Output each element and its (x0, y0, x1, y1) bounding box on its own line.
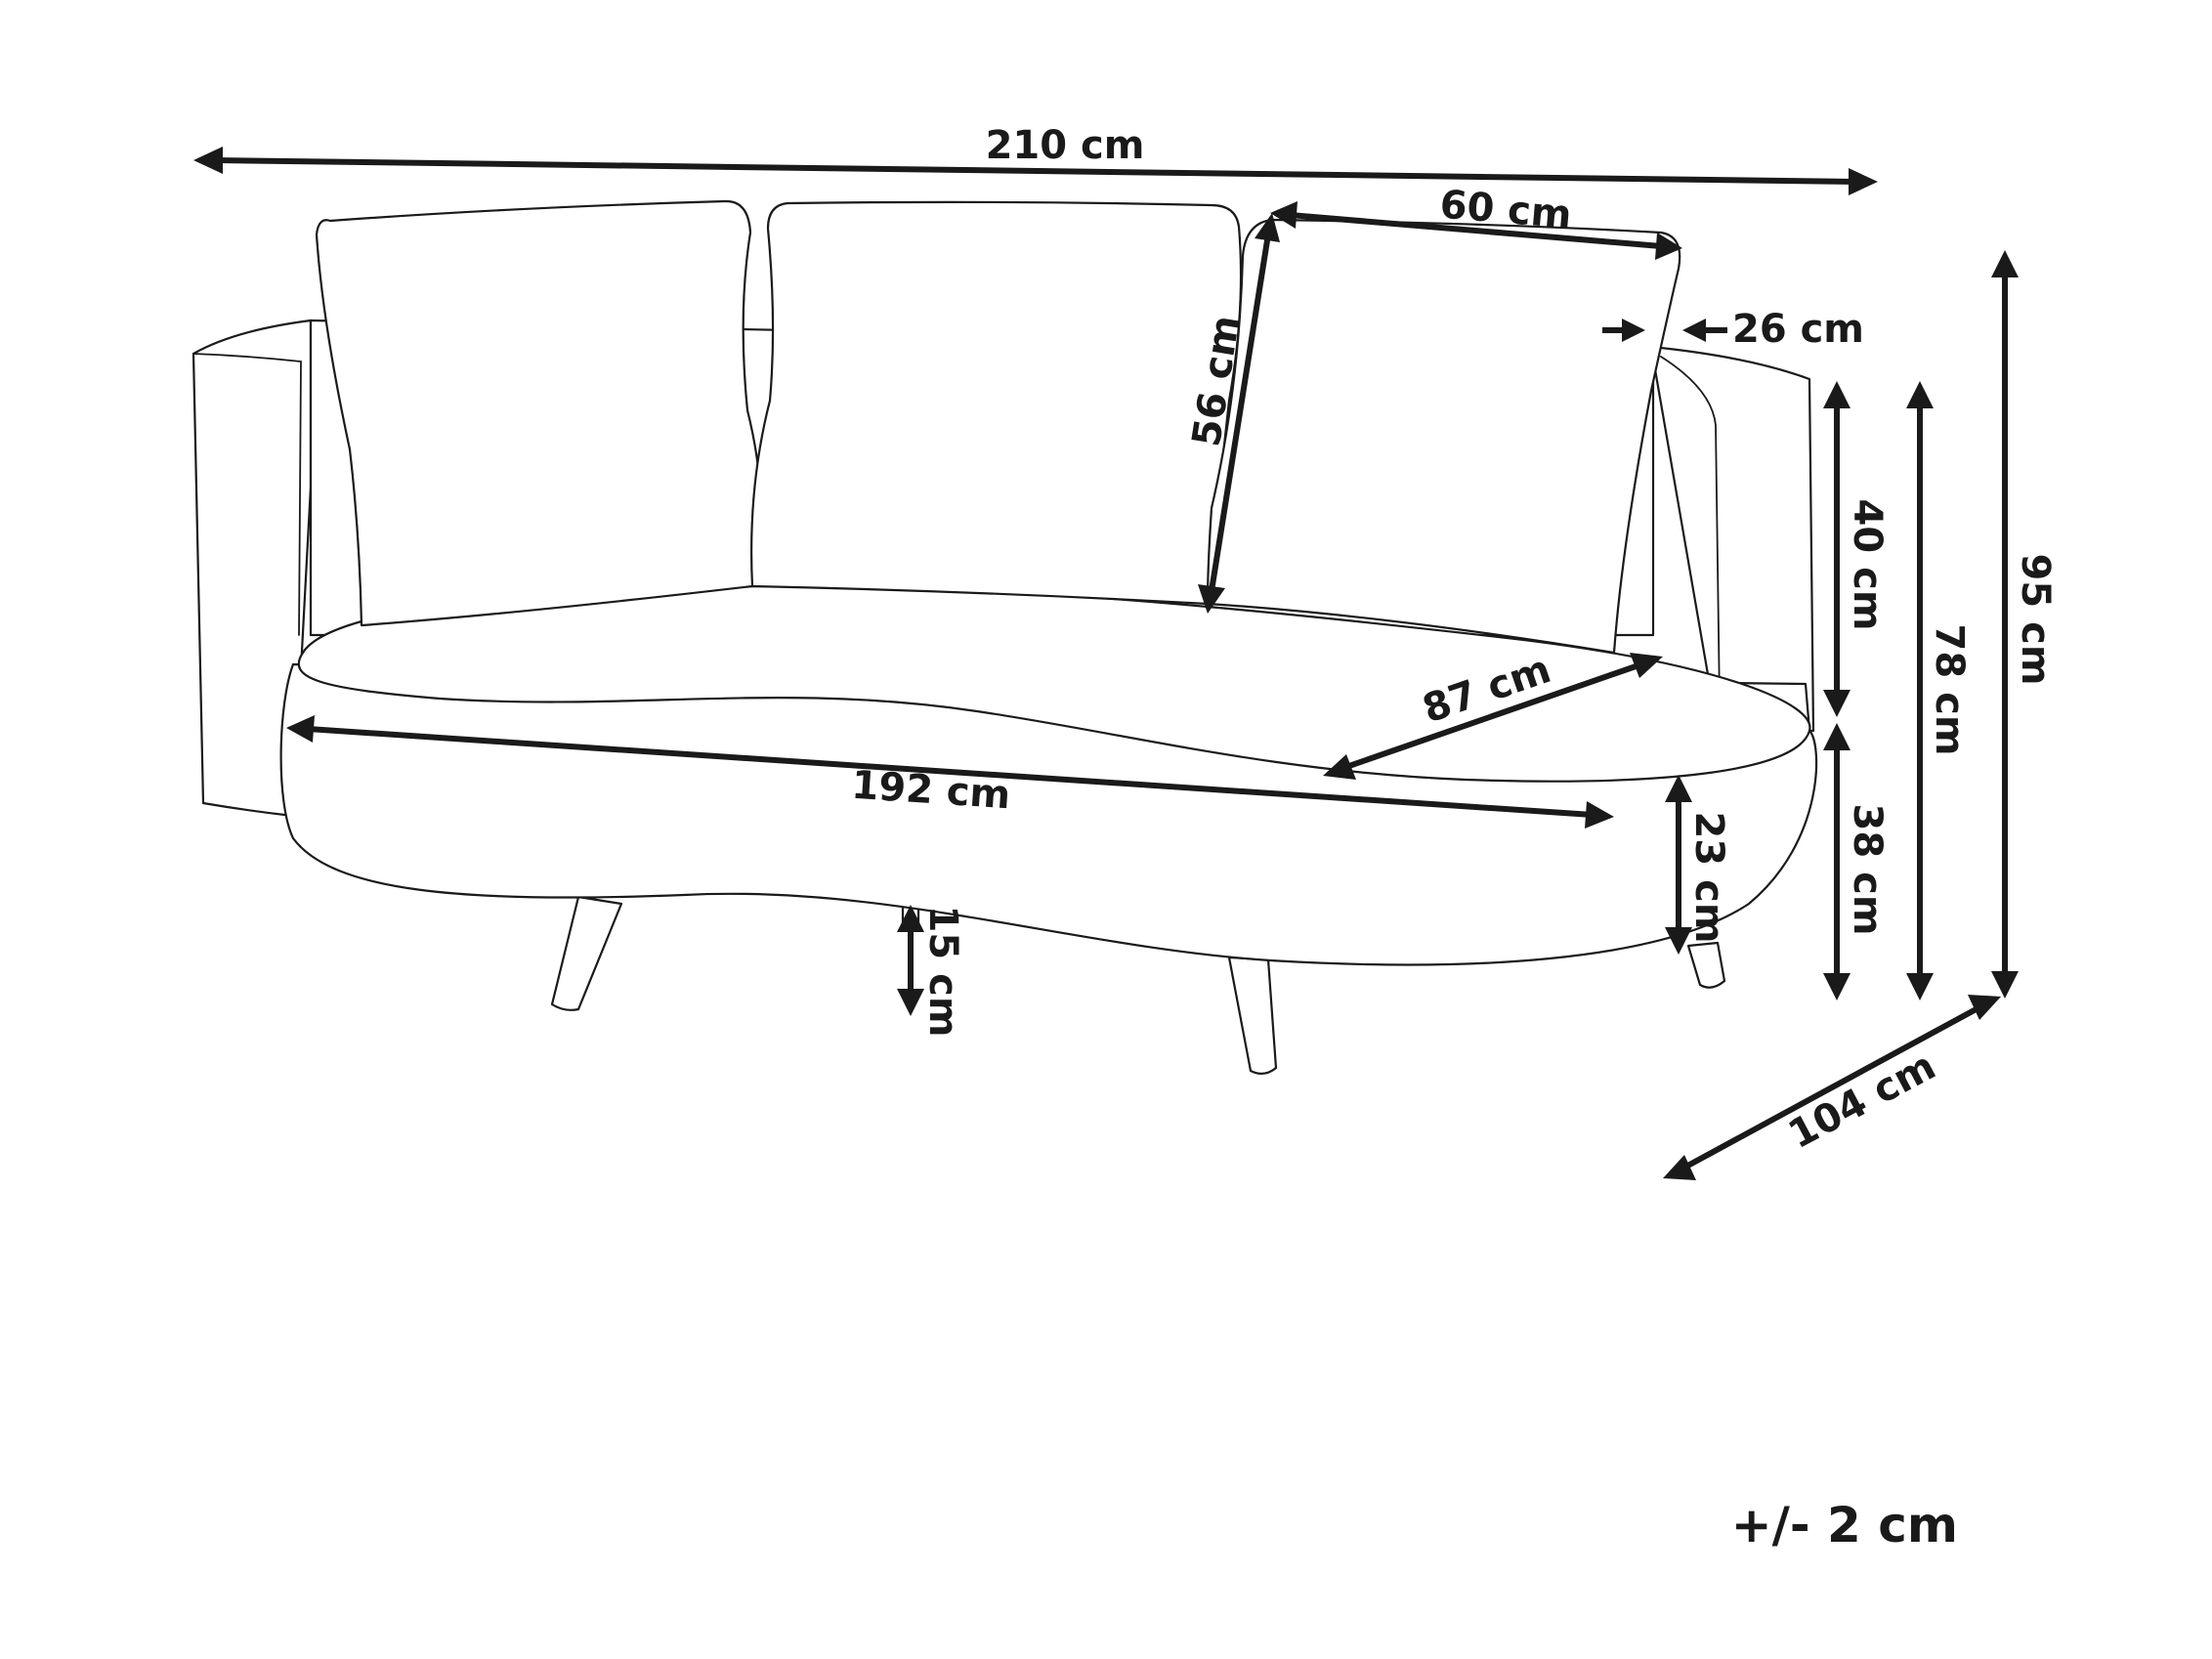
arrowhead (1682, 319, 1706, 342)
label-seat-height: 38 cm (1845, 804, 1890, 936)
arrowhead (193, 147, 223, 174)
arrowhead (1823, 973, 1850, 1000)
arrowhead (1906, 973, 1934, 1000)
arrowhead (1630, 653, 1663, 678)
arrowhead (1255, 213, 1280, 242)
arrowhead (1823, 690, 1850, 717)
arrowhead (1663, 1155, 1696, 1180)
tolerance-note: +/- 2 cm (1731, 1497, 1958, 1553)
arrowhead (1198, 584, 1225, 614)
arrowhead (1323, 754, 1356, 780)
right-armrest-front (1660, 356, 1721, 704)
arrowhead (1906, 381, 1934, 408)
total-depth-line (1680, 1003, 1983, 1171)
label-cushion-depth: 26 cm (1732, 307, 1864, 352)
label-seat-thickness: 23 cm (1686, 812, 1731, 944)
seat-width-line (307, 726, 1594, 818)
label-seat-width: 192 cm (850, 763, 1012, 819)
arrowhead (1849, 168, 1878, 195)
sofa-drawing (191, 199, 1818, 1075)
label-armrest-height: 78 cm (1927, 624, 1972, 756)
arrowhead (1968, 995, 2001, 1020)
arrowhead (1655, 233, 1682, 260)
label-backrest-height: 40 cm (1845, 499, 1890, 631)
arrowhead (1622, 319, 1645, 342)
seat-depth-line (1342, 661, 1642, 771)
arrowhead (1823, 381, 1850, 408)
arrowhead (1665, 775, 1692, 802)
label-total-height: 95 cm (2013, 554, 2058, 686)
arrowhead (1991, 250, 2019, 277)
label-leg-height: 15 cm (920, 906, 965, 1038)
arrowhead (897, 905, 924, 932)
back-cushion-middle (750, 200, 1243, 606)
arrowhead (1823, 723, 1850, 750)
cushion-width-line (1289, 212, 1662, 249)
total-width-line (214, 157, 1857, 185)
arrowhead (1665, 927, 1692, 955)
label-cushion-width: 60 cm (1438, 182, 1573, 237)
right-armrest (1649, 345, 1815, 733)
leg-rear-right (1686, 941, 1726, 989)
label-total-width: 210 cm (986, 123, 1145, 168)
arrowhead (1991, 971, 2019, 999)
dimension-lines (193, 147, 2019, 1180)
leg-front-left (550, 895, 623, 1011)
arrowhead (1270, 201, 1297, 229)
arrowhead (286, 715, 315, 743)
leg-front-right (1227, 956, 1278, 1075)
back-cushion-left (315, 199, 762, 627)
arrowhead (1585, 801, 1614, 829)
back-cushion-right (1206, 218, 1681, 655)
cushion-height-line (1209, 234, 1271, 592)
arrowhead (897, 989, 924, 1016)
left-armrest-front (192, 353, 302, 636)
